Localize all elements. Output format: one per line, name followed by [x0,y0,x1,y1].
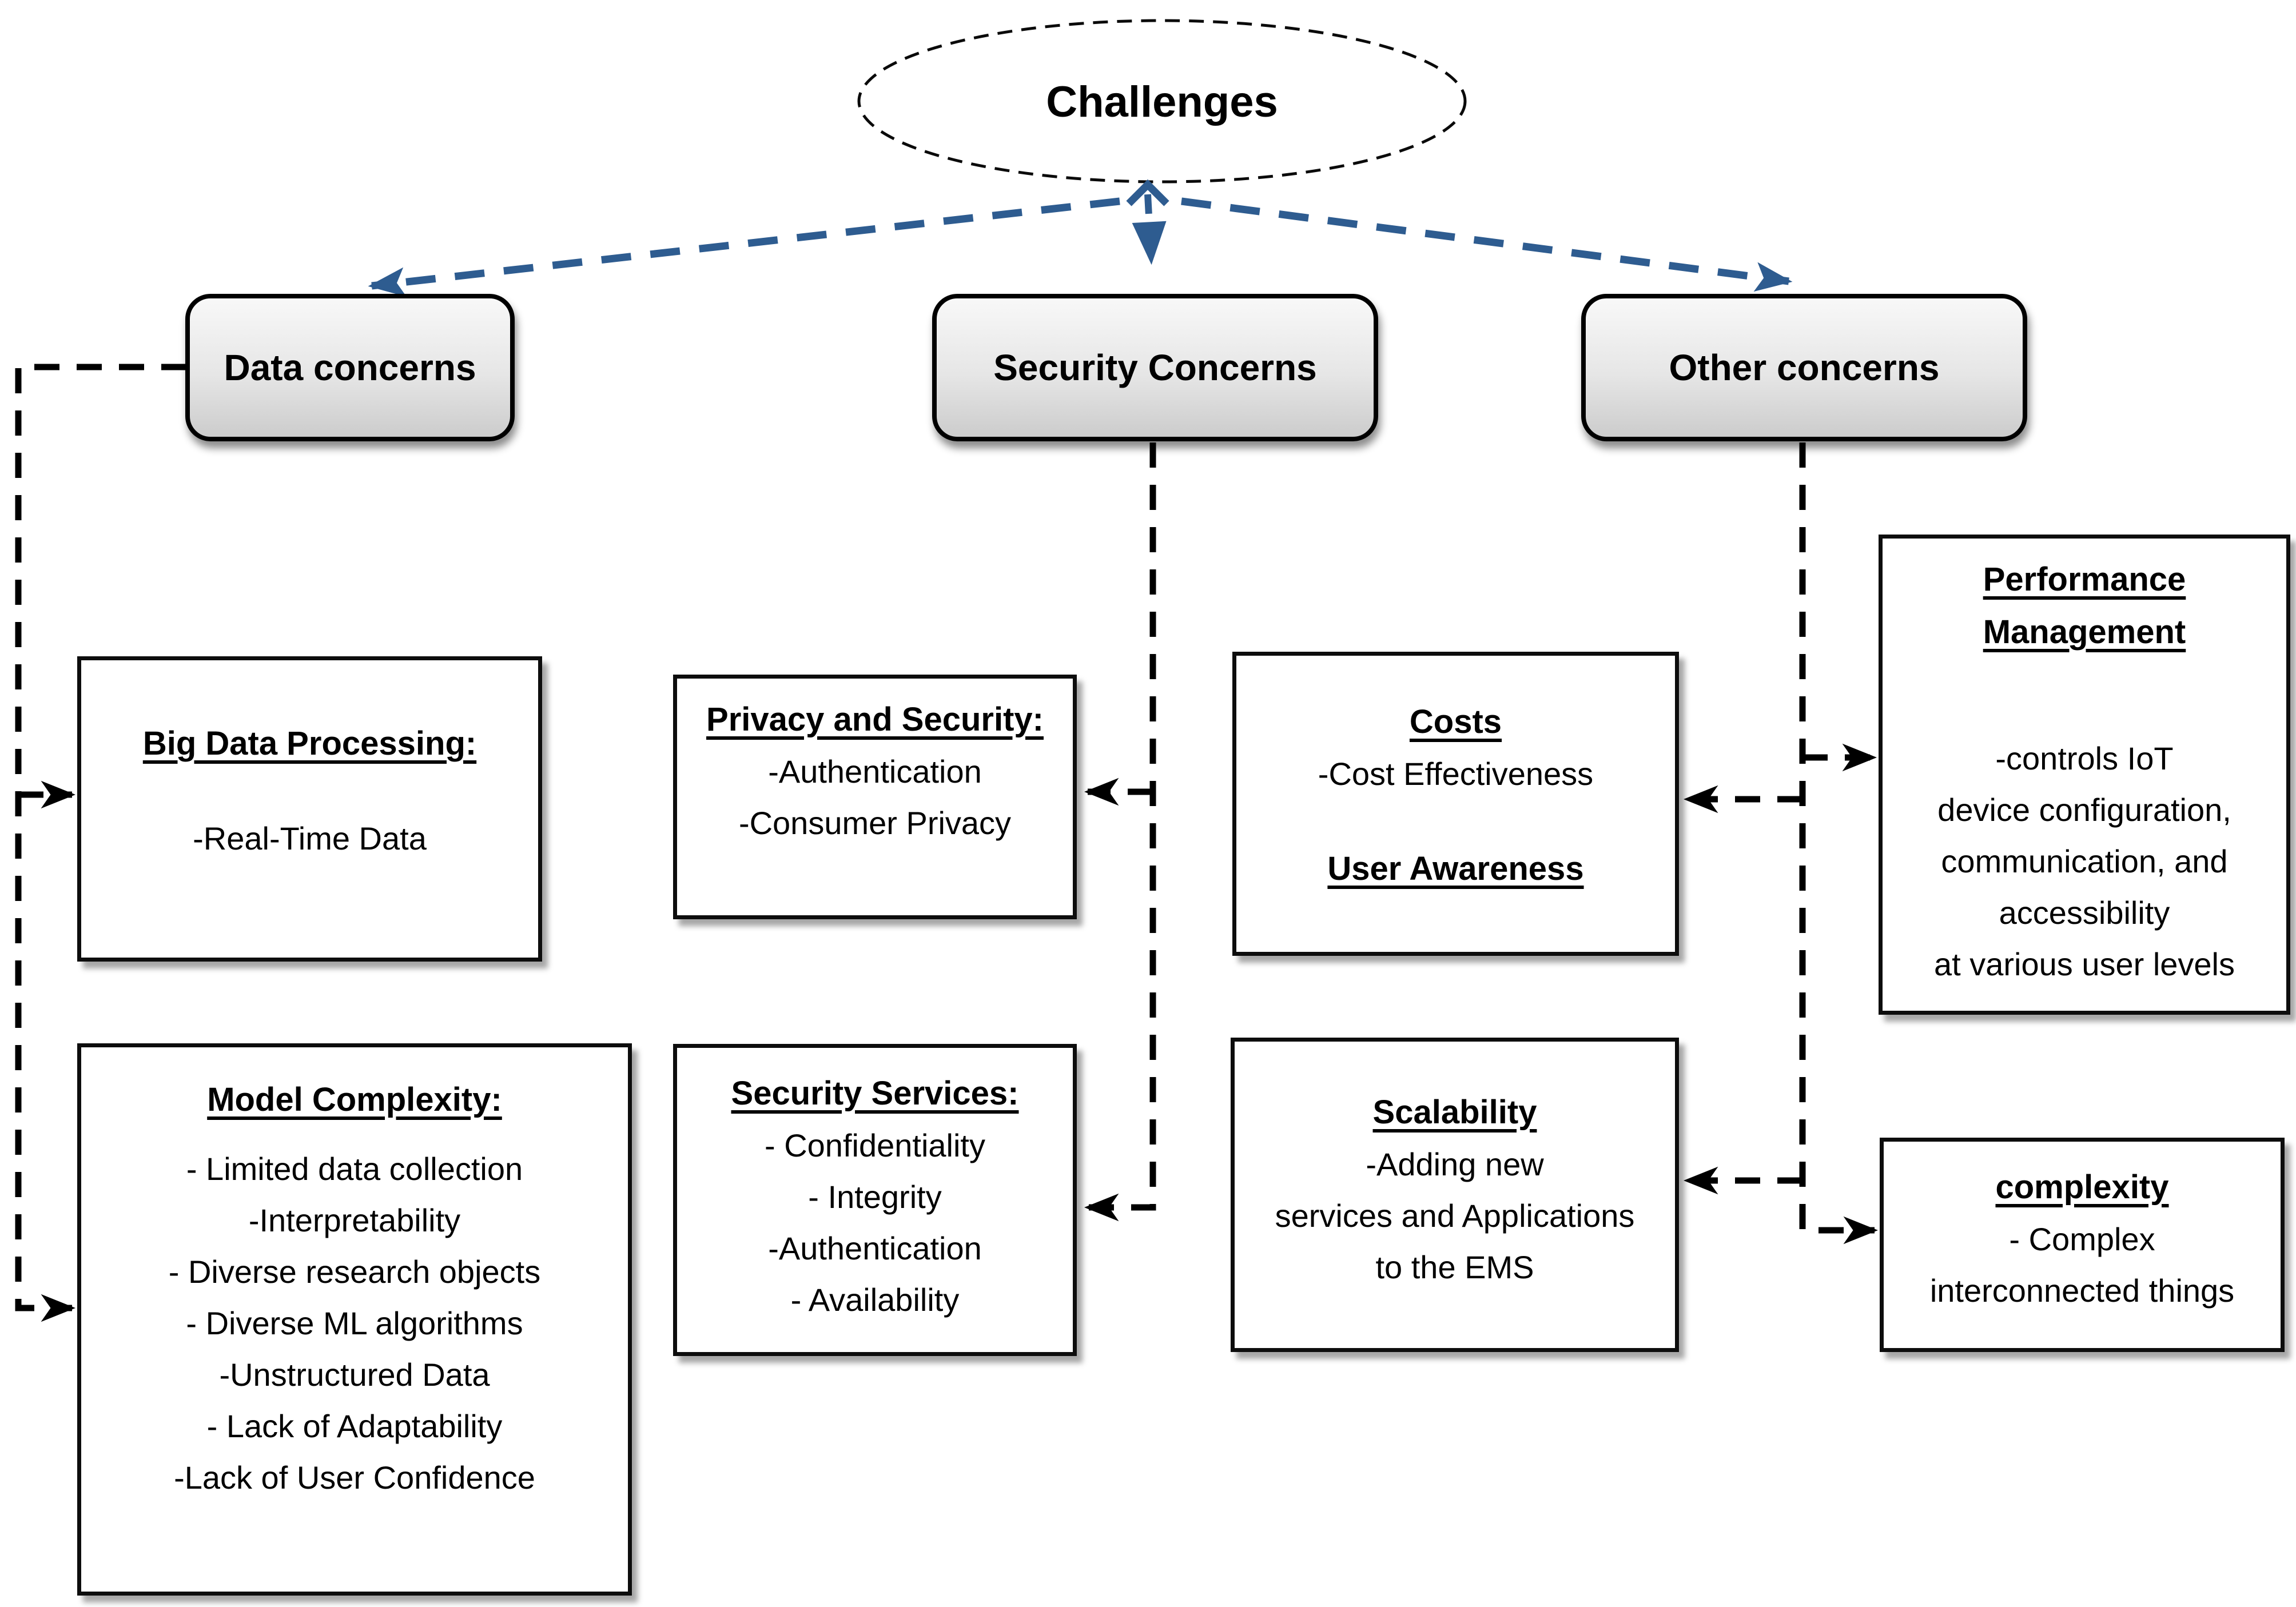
box-title-line: complexity [1995,1169,2169,1206]
box-title-line: Costs [1409,703,1502,740]
box-line: - Lack of Adaptability [206,1408,503,1444]
box-line: -Authentication [768,1230,982,1266]
box-complexity: complexity - Complex interconnected things [1880,1138,2285,1352]
box-title-line: Management [1983,613,2186,651]
box-line [81,1126,628,1143]
box-line: to the EMS [1375,1249,1534,1285]
box-title-line: Scalability [1372,1094,1537,1131]
arrow-challenges-to-other-concerns [1181,197,1793,292]
box-line: communication, and [1941,843,2228,879]
box-title-line: Privacy and Security: [706,701,1044,738]
connector-other-to-complexity [1799,442,1879,1245]
box-line: -Authentication [768,753,982,789]
box-line: -Adding new [1366,1146,1544,1182]
box-line: - Limited data collection [186,1151,523,1187]
box-line: device configuration, [1937,792,2231,828]
arrow-challenges-to-data-concerns [368,197,1120,297]
box-line: -Lack of User Confidence [174,1460,535,1496]
box-title-line: Performance [1983,561,2186,598]
box-line: -Unstructured Data [219,1357,490,1393]
box-line: services and Applications [1275,1198,1635,1234]
box-scalability: Scalability -Adding new services and Appli… [1231,1038,1679,1352]
box-line: - Complex [2009,1221,2155,1257]
connector-security-to-security-services [1084,442,1156,1222]
box-security-services: Security Services: - Confidentiality - Int… [673,1044,1077,1356]
branch-label-data-concerns: Data concerns [224,347,476,388]
branch-box-other-concerns: Other concerns [1581,294,2027,441]
box-title-line: Model Complexity: [207,1081,502,1118]
box-line: interconnected things [1929,1273,2235,1309]
arrow-challenges-to-security-concerns [1132,194,1167,265]
box-big-data-processing: Big Data Processing: -Real-Time Data [77,656,542,962]
branch-box-data-concerns: Data concerns [185,294,515,441]
box-line: -Real-Time Data [193,820,427,856]
box-line: - Confidentiality [765,1127,985,1163]
box-line: - Diverse ML algorithms [186,1305,523,1341]
branch-label-other-concerns: Other concerns [1669,347,1940,388]
box-line: at various user levels [1933,946,2235,982]
box-line: -Cost Effectiveness [1318,756,1594,792]
box-line: -Interpretability [248,1202,461,1238]
box-line [81,770,538,813]
box-line [1883,659,2286,733]
box-line: - Availability [790,1282,960,1318]
box-title-line: Security Services: [731,1075,1019,1112]
arrow-up-to-challenges-icon [1126,179,1169,206]
branch-box-security-concerns: Security Concerns [932,294,1378,441]
challenges-node-label: Challenges [1046,78,1278,126]
box-title-line: User Awareness [1327,850,1584,887]
connector-data-to-model-complexity [15,364,186,1322]
box-privacy-and-security: Privacy and Security: -Authentication -Con… [673,675,1077,919]
box-line [1236,800,1675,843]
box-line: - Integrity [808,1179,942,1215]
box-title-line: Big Data Processing: [142,725,477,762]
challenges-ellipse [857,19,1467,184]
box-line: accessibility [1999,895,2170,931]
box-line: - Diverse research objects [168,1254,541,1290]
box-line: -controls IoT [1995,740,2174,776]
box-line: -Consumer Privacy [738,805,1012,841]
box-model-complexity: Model Complexity: - Limited data collecti… [77,1043,632,1596]
branch-label-security-concerns: Security Concerns [993,347,1317,388]
